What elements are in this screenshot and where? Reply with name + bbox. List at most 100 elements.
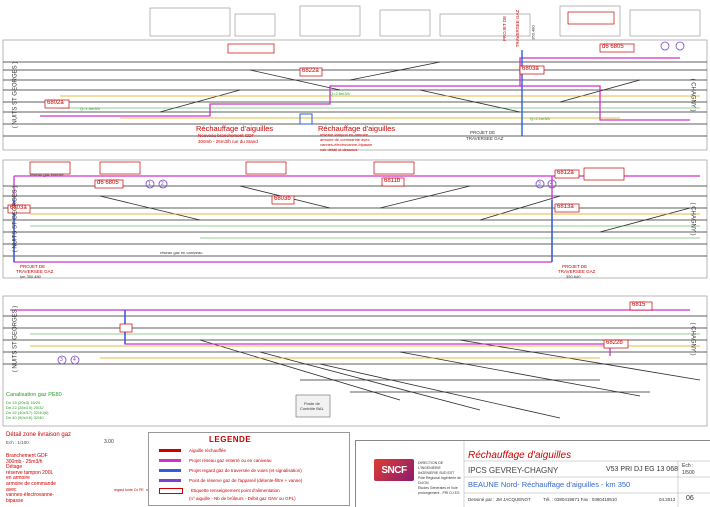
legend-label: Etiquette renseignement point d'alimenta… (191, 488, 280, 493)
s2-crossing-right-2: TRAVERSEE GAZ (558, 269, 596, 274)
s2-switch-tag-4: 6811b (384, 178, 401, 184)
s2-crossing-left-1: PROJET DE (20, 264, 46, 269)
s1-switch-tag-4: 6822a (302, 68, 319, 74)
s1-right-station: ( CHAGNY ) (689, 78, 696, 112)
section-2-signals (30, 225, 700, 239)
sncf-subtitle: DIRECTION DE L'INGENIERIE INGENIERIE SUD… (418, 461, 466, 496)
drawing-subtitle: BEAUNE Nord- Réchauffage d'aiguilles - k… (468, 480, 631, 489)
drawing-title: Réchauffage d'aiguilles (468, 450, 572, 461)
s2-crossing-left-3: km 350.480 (20, 274, 41, 279)
s3-circle-1: 3 (60, 357, 63, 363)
scale-label: Ech : (682, 463, 694, 469)
section-2-gas-network (13, 175, 700, 263)
buildings (149, 5, 701, 37)
sncf-sub-line: DIRECTION DE L'INGENIERIE (418, 461, 444, 470)
section-2 (2, 159, 708, 279)
legend-swatch (159, 459, 181, 462)
section-1-gas-network (40, 57, 690, 121)
legend-label: Projet regard gaz de traversée de voies … (189, 468, 302, 473)
s1-flow-2: Q=2.6m3/h (330, 91, 350, 96)
section-3-cables (30, 345, 700, 359)
s3-bal-2: Contrôle BAL (300, 406, 324, 411)
s1-left-station: ( NUITS ST GEORGES ) (12, 61, 19, 129)
drawn-by-text: Dessiné par : JM JACQUENOT (468, 497, 531, 502)
detail-line: vannes-électrovanne-bipasse (6, 492, 55, 504)
s2-crossing-left-2: TRAVERSEE GAZ (16, 269, 54, 274)
s1-pk-1: 350.480 (530, 25, 536, 40)
s3-canal-line-1: Dn 15 (20x3) 16/20 (6, 400, 41, 405)
s3-left-station: ( NUITS ST GEORGES ) (12, 305, 19, 373)
section-2-circles (145, 179, 557, 189)
s3-canal-line-3: Dn 32 (40x3.7) 32/40(6) (6, 410, 49, 415)
section-3-tracks (3, 315, 707, 419)
legend-item: Etiquette renseignement point d'alimenta… (159, 487, 280, 494)
section-3-frame (2, 295, 708, 427)
detail-lines: Branchement GDF 300mb - 25m3/h Détage ré… (6, 453, 58, 504)
section-1-tags (44, 11, 635, 109)
section-3-circles (57, 355, 80, 365)
s1-crossing-top-2: TRAVERSEE GAZ (515, 9, 521, 48)
phone-text: Tél. : 0380419671 Fax : 0380419510 (543, 497, 617, 502)
s1-flow-1: Q=1.5m3/h (80, 106, 100, 111)
section-3-tags (119, 301, 653, 349)
s3-canal-line-2: Dn 22 (25x3.5) 20/32 (6, 405, 44, 410)
detail-note: regard fonte Cx PE (114, 488, 144, 492)
s2-switch-tag-6: 6813a (557, 204, 574, 210)
s1-cabinet-title: Réchauffage d'aiguilles (318, 124, 396, 133)
gas-cabinet-icon (299, 113, 313, 125)
drawing-reference: V53 PRI DJ EG 13 068 (606, 466, 678, 473)
legend-swatch (159, 449, 181, 452)
sheet-number: 06 (686, 495, 694, 502)
s2-switch-tag-5: 6812a (557, 170, 574, 176)
s2-switch-tag-3: 6803b (274, 196, 291, 202)
s1-cabinet-line-1: réserve tampon en armoire (320, 132, 369, 137)
s1-cabinet-line-3: vannes-électrovanne-bipasse (320, 142, 373, 147)
legend-swatch (159, 487, 183, 494)
drawing-date: 04.2013 (659, 497, 676, 502)
legend-note-text: (n° aiguille - Nb de brûleurs - Débit ga… (189, 496, 296, 501)
legend-label: Projet réseau gaz enterré ou en caniveau (189, 458, 272, 463)
s1-heating-title: Réchauffage d'aiguilles (196, 124, 274, 133)
detail-zone: Détail zone livraison gaz Ech : 1/100 Br… (4, 432, 146, 504)
s3-right-station: ( CHAGNY ) (689, 322, 696, 356)
s1-cabinet-line-4: voir détail ci-dessous (320, 147, 358, 152)
control-post-building (295, 394, 331, 418)
s2-switch-tag-1: d6 6805 (97, 180, 119, 186)
s1-heating-line-2: 300mb - 25m3/h rue du Stand (198, 139, 258, 144)
legend-title: LEGENDE (209, 435, 252, 444)
s1-crossing-label-2: TRAVERSEE GAZ (466, 136, 504, 141)
section-1-circles (660, 41, 685, 51)
legend-label: Aiguille réchauffée (189, 448, 226, 453)
legend-note: (n° aiguille - Nb de brûleurs - Débit ga… (189, 495, 296, 502)
s1-heating-line-1: Nouveau branchement GDF (198, 133, 255, 138)
s3-bal-1: Poste de (304, 401, 320, 406)
title-block-grid (463, 441, 710, 507)
s2-circle-4: 4 (550, 181, 553, 187)
section-1-cables (60, 95, 700, 119)
legend: LEGENDE Aiguille réchauffée Projet résea… (148, 432, 350, 506)
scale-value: 1/500 (682, 470, 695, 476)
detail-line: armoire de commande avec (6, 480, 57, 493)
s3-canal-title: Canalisation gaz PE80 (6, 392, 62, 398)
section-2-tracks (3, 185, 707, 257)
s2-gas-label-2: réseau gaz enterré (30, 172, 64, 177)
project-name: IPCS GEVREY-CHAGNY (468, 466, 559, 475)
s3-switch-tag-1: 6815 (632, 302, 646, 308)
section-2-frame (2, 159, 708, 279)
s3-circle-2: 4 (73, 357, 76, 363)
detail-scale: Ech : 1/100 (6, 440, 29, 445)
s2-gas-label-1: réseau gaz en caniveau (160, 250, 203, 255)
s1-crossing-label-1: PROJET DE (470, 130, 496, 135)
s2-crossing-right-3: 350.640 (566, 274, 581, 279)
section-1-frame (2, 39, 708, 151)
legend-swatch (159, 469, 181, 472)
section-3-gas-network (10, 309, 690, 356)
s1-flow-3: Q=2.1m3/h (530, 116, 550, 121)
legend-item: Aiguille réchauffée (159, 447, 226, 454)
s1-switch-tag-2: 6802a (47, 100, 64, 106)
sncf-sub-line: INGENIERIE SUD EST (418, 471, 455, 475)
legend-swatch (159, 479, 181, 482)
s2-circle-3: 3 (538, 181, 541, 187)
s2-right-station: ( CHAGNY ) (689, 202, 696, 236)
